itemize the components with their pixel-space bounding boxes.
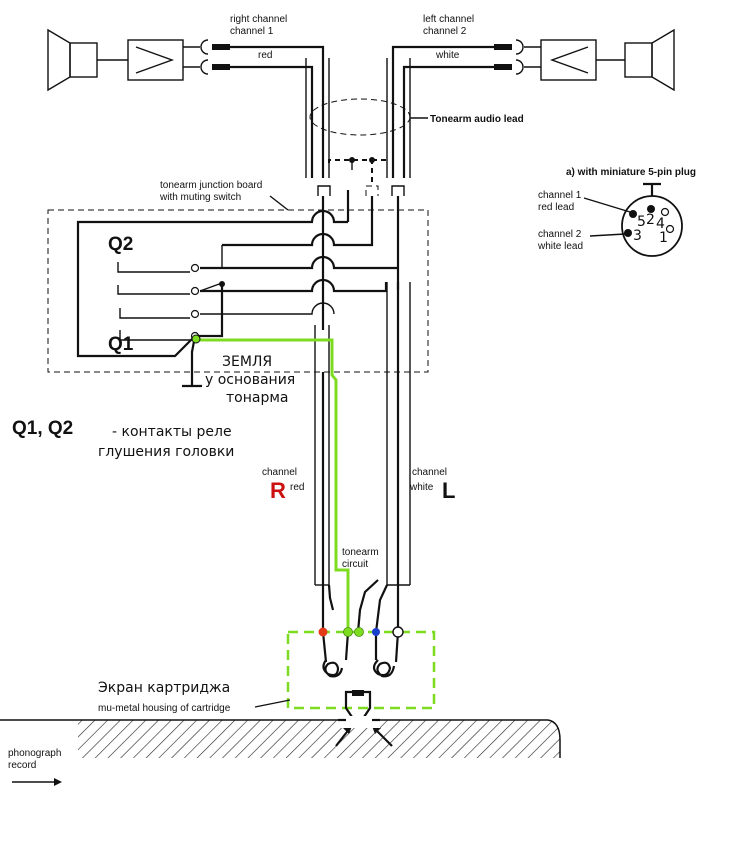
pin-2: 2 — [646, 212, 655, 228]
tonearm-circuit-label-2: circuit — [342, 559, 368, 570]
plug-ch1-label: channel 1 — [538, 190, 582, 201]
tonearm-circuit-label-1: tonearm — [342, 547, 379, 558]
ground-wire — [196, 338, 350, 632]
q2-label: Q2 — [108, 234, 133, 255]
phonograph-label: phonograph — [8, 748, 61, 759]
ground-label-1: ЗЕМЛЯ — [222, 354, 272, 370]
pin-1: 1 — [659, 230, 668, 246]
channel-l-label: channel — [412, 467, 447, 478]
pin-5: 5 — [637, 214, 646, 230]
r-letter: R — [270, 478, 286, 503]
cartridge-shield — [286, 630, 436, 710]
tonearm-lead-ellipse — [309, 98, 411, 136]
tonearm-audio-lead-label: Tonearm audio lead — [430, 114, 524, 125]
q1q2-heading: Q1, Q2 — [12, 418, 73, 439]
pin-4: 4 — [656, 216, 665, 232]
relay-text-1: - контакты реле — [112, 424, 232, 440]
green-terminal-2 — [354, 627, 364, 637]
channel-r-label: channel — [262, 467, 297, 478]
blue-terminal — [372, 628, 380, 636]
ground-label-2: у основания — [205, 372, 295, 388]
green-terminal-1 — [343, 627, 353, 637]
q1-label: Q1 — [108, 334, 134, 355]
cartridge-en-label: mu-metal housing of cartridge — [98, 703, 231, 714]
five-pin-plug: 5 2 4 3 1 — [583, 182, 683, 257]
plug-red-lead-label: red lead — [538, 202, 574, 213]
relay-text-2: глушения головки — [98, 444, 234, 460]
white-wire-label: white — [435, 50, 460, 61]
plug-ch2-label: channel 2 — [538, 229, 582, 240]
lower-tonearm-wires — [314, 372, 411, 633]
channel-2-label: channel 2 — [423, 26, 467, 37]
cartridge-coils — [321, 631, 400, 678]
right-speaker-amplifier — [47, 28, 230, 92]
junction-board-label-1: tonearm junction board — [160, 180, 262, 191]
junction-connectors — [317, 185, 405, 260]
record-label: record — [8, 760, 36, 771]
pin-3: 3 — [633, 228, 642, 244]
l-letter: L — [442, 478, 455, 503]
plug-title: a) with miniature 5-pin plug — [566, 167, 696, 178]
ground-label-3: тонарма — [226, 390, 288, 406]
white-l-label: white — [409, 482, 434, 493]
white-terminal — [392, 626, 404, 638]
plug-white-lead-label: white lead — [537, 241, 583, 252]
red-terminal — [318, 627, 328, 637]
red-r-label: red — [290, 482, 304, 493]
left-speaker-amplifier — [494, 28, 675, 92]
cartridge-ru-label: Экран картриджа — [98, 680, 230, 696]
junction-board — [47, 209, 429, 373]
red-wire-label: red — [258, 50, 272, 61]
left-channel-label: left channel — [423, 14, 474, 25]
channel-1-label: channel 1 — [230, 26, 274, 37]
junction-board-label-2: with muting switch — [159, 192, 241, 203]
right-channel-label: right channel — [230, 14, 287, 25]
record-surface — [78, 720, 560, 758]
